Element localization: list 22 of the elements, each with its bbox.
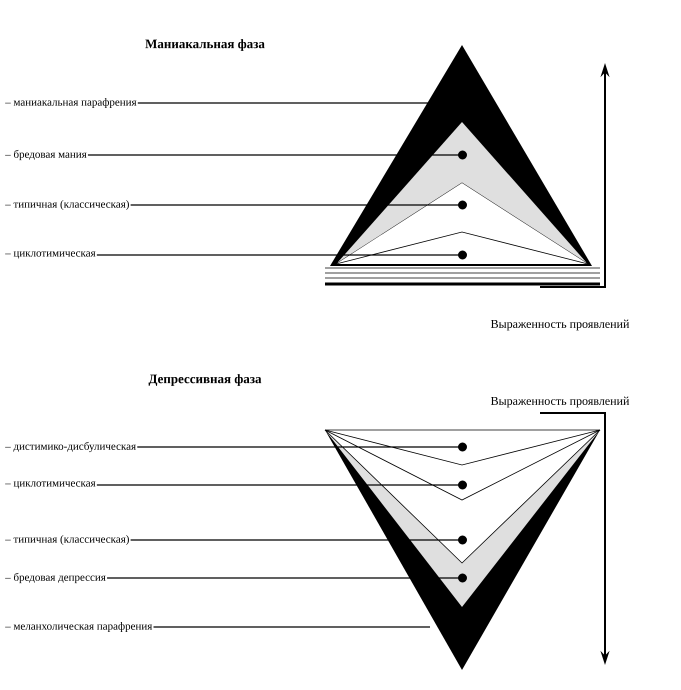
leader-line xyxy=(138,102,430,104)
axis-label: Выраженность проявлений xyxy=(490,396,630,408)
list-label: – дистимико-дисбулическая xyxy=(5,442,136,452)
leader-line xyxy=(107,574,467,582)
list-label: – типичная (классическая) xyxy=(5,535,129,545)
list-label: – меланхолическая парафрения xyxy=(5,622,152,632)
leader-line xyxy=(137,442,467,452)
leader-line xyxy=(130,536,467,544)
leader-line xyxy=(96,480,467,490)
list-label: – бредовая депрессия xyxy=(5,572,106,584)
leader-line xyxy=(130,200,467,210)
list-label: – типичная (классическая) xyxy=(5,200,129,210)
leader-line xyxy=(154,626,430,628)
leader-line xyxy=(96,250,467,260)
axis-label: Выраженность проявлений xyxy=(490,320,630,330)
list-label: – циклотимическая xyxy=(5,481,96,489)
heading: Маниакальная фаза xyxy=(145,39,265,51)
leader-line xyxy=(88,150,467,160)
heading: Депрессивная фаза xyxy=(148,374,262,386)
list-label: – маниакальная парафрения xyxy=(5,98,136,108)
list-label: – циклотимическая xyxy=(5,251,96,259)
list-label: – бредовая мания xyxy=(5,150,87,160)
